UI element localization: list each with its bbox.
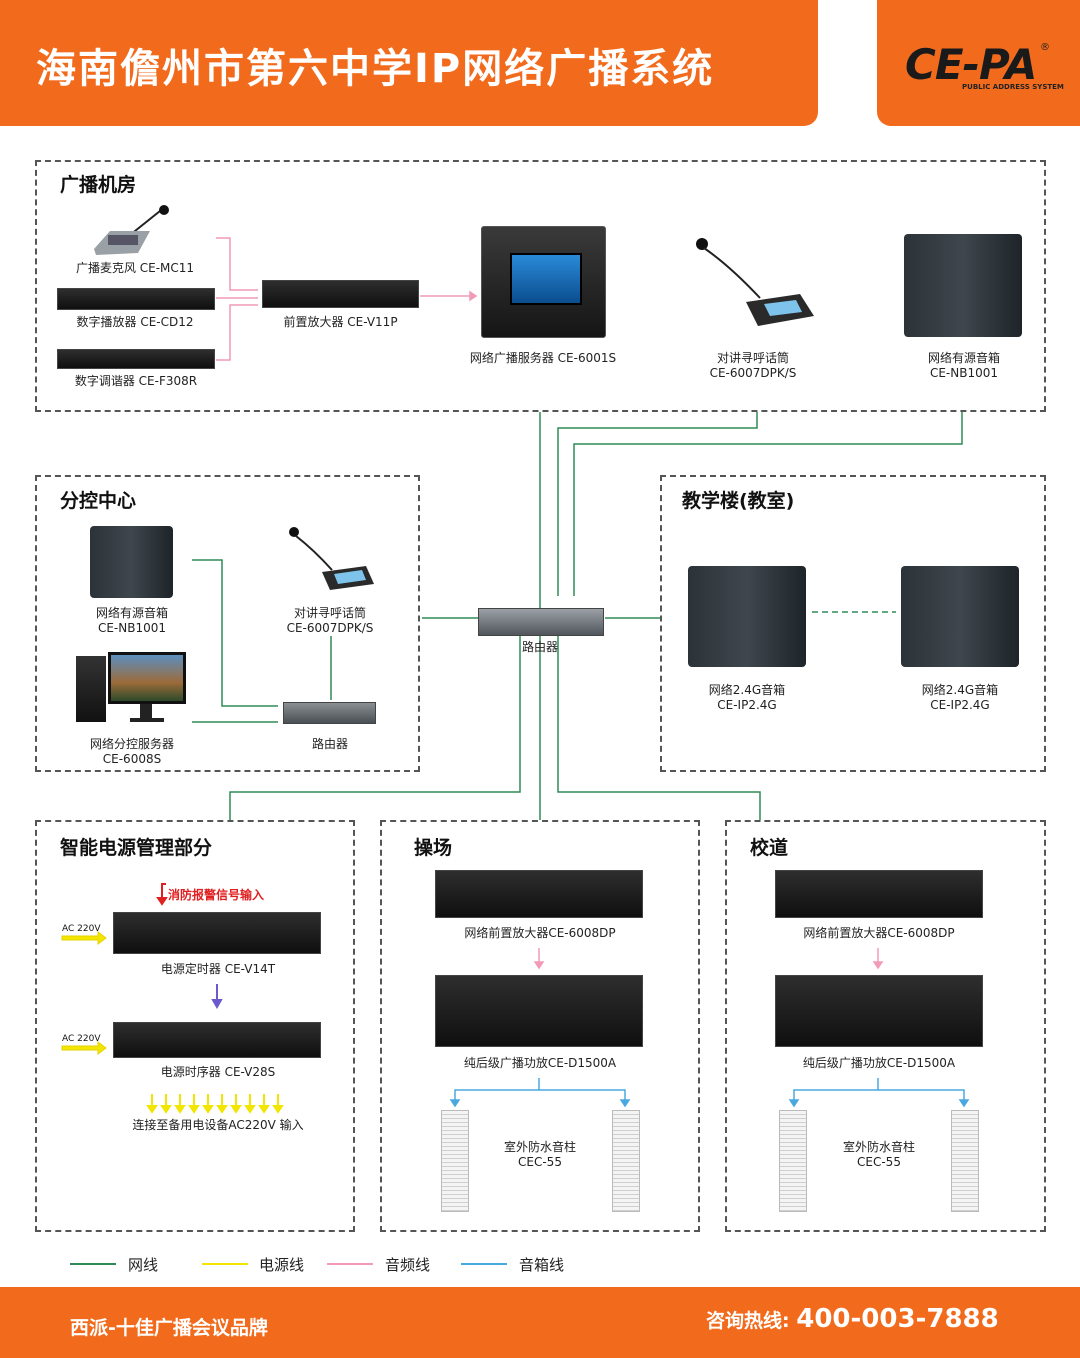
play-amplifier-device	[435, 975, 643, 1047]
page-title: 海南儋州市第六中学IP网络广播系统	[36, 46, 715, 92]
label-sub-speaker-2: CE-NB1001	[97, 621, 167, 635]
section-title-road: 校道	[750, 837, 789, 859]
power-arrows	[61, 883, 284, 1114]
logo-subtitle: PUBLIC ADDRESS SYSTEM	[962, 83, 1064, 91]
sub-speaker-device	[90, 526, 173, 598]
label-backup-connection: 连接至备用电设备AC220V 输入	[132, 1118, 304, 1132]
section-sub-control	[35, 475, 420, 772]
label-power-sequencer: 电源时序器 CE-V28S	[160, 1065, 276, 1079]
footer-hotline: 咨询热线: 400-003-7888	[706, 1304, 999, 1334]
label-play-amplifier: 纯后级广播功放CE-D1500A	[463, 1056, 617, 1070]
label-tuner: 数字调谐器 CE-F308R	[74, 374, 198, 388]
tuner-device	[57, 349, 215, 369]
label-intercom-room-2: CE-6007DPK/S	[709, 366, 797, 380]
audio-lines	[216, 237, 884, 970]
label-road-column-2: CEC-55	[857, 1155, 901, 1169]
hotline-number: 400-003-7888	[796, 1304, 999, 1334]
label-mic: 广播麦克风 CE-MC11	[75, 261, 195, 275]
wireless-speaker-b	[901, 566, 1019, 667]
label-sub-server-2: CE-6008S	[102, 752, 162, 766]
registered-mark: ®	[1040, 42, 1050, 53]
label-sub-intercom-2: CE-6007DPK/S	[286, 621, 374, 635]
label-play-preamp: 网络前置放大器CE-6008DP	[464, 926, 616, 940]
network-speaker-device	[904, 234, 1022, 337]
road-column-speaker-left	[779, 1110, 807, 1212]
label-teach-a-1: 网络2.4G音箱	[708, 683, 786, 697]
legend-speaker-swatch	[461, 1263, 507, 1265]
section-title-teaching: 教学楼(教室)	[682, 490, 795, 512]
label-play-column-2: CEC-55	[518, 1155, 562, 1169]
fire-alarm-input-label: 消防报警信号输入	[168, 888, 265, 902]
network-lines	[192, 412, 963, 820]
broadcast-server-device	[481, 226, 606, 338]
label-road-preamp: 网络前置放大器CE-6008DP	[803, 926, 955, 940]
ac-input-label-2: AC 220V	[62, 1034, 101, 1044]
power-timer-device	[113, 912, 321, 954]
header-banner	[0, 0, 818, 126]
preamp-device	[262, 280, 419, 308]
ac-input-label-1: AC 220V	[62, 924, 101, 934]
label-road-column-1: 室外防水音柱	[842, 1140, 915, 1154]
road-column-speaker-right	[951, 1110, 979, 1212]
power-sequencer-device	[113, 1022, 321, 1058]
label-sub-intercom-1: 对讲寻呼话筒	[293, 606, 366, 620]
play-preamp-device	[435, 870, 643, 918]
section-title-broadcast-room: 广播机房	[60, 174, 137, 196]
legend-speaker-label: 音箱线	[519, 1256, 565, 1274]
label-sub-router: 路由器	[311, 737, 348, 751]
hotline-label: 咨询热线:	[706, 1310, 790, 1332]
logo-panel	[877, 0, 1080, 126]
label-road-amplifier: 纯后级广播功放CE-D1500A	[802, 1056, 956, 1070]
label-teach-a-2: CE-IP2.4G	[717, 698, 777, 712]
label-central-router: 路由器	[521, 640, 558, 654]
section-title-power: 智能电源管理部分	[60, 837, 213, 859]
label-teach-b-2: CE-IP2.4G	[930, 698, 990, 712]
label-preamp: 前置放大器 CE-V11P	[283, 315, 398, 329]
section-title-sub-control: 分控中心	[60, 490, 137, 512]
label-power-timer: 电源定时器 CE-V14T	[160, 962, 276, 976]
sub-server-computer	[76, 652, 188, 724]
sub-intercom-device	[286, 526, 376, 592]
section-campus-road	[725, 820, 1046, 1232]
label-speaker-room-1: 网络有源音箱	[927, 351, 1000, 365]
speaker-lines	[449, 1078, 970, 1108]
legend-power-label: 电源线	[259, 1256, 305, 1274]
central-router-device	[478, 608, 604, 636]
play-column-speaker-left	[441, 1110, 469, 1212]
cd-player-device	[57, 288, 215, 310]
label-sub-speaker-1: 网络有源音箱	[95, 606, 168, 620]
road-amplifier-device	[775, 975, 983, 1047]
section-playground	[380, 820, 700, 1232]
label-play-column-1: 室外防水音柱	[503, 1140, 576, 1154]
label-intercom-room-1: 对讲寻呼话筒	[716, 351, 789, 365]
label-sub-server-1: 网络分控服务器	[89, 737, 174, 751]
section-teaching-building	[660, 475, 1046, 772]
section-broadcast-room	[35, 160, 1046, 412]
road-preamp-device	[775, 870, 983, 918]
label-speaker-room-2: CE-NB1001	[929, 366, 999, 380]
legend-audio-swatch	[327, 1263, 373, 1265]
play-column-speaker-right	[612, 1110, 640, 1212]
sub-router-device	[283, 702, 376, 724]
label-broadcast-server: 网络广播服务器 CE-6001S	[469, 351, 617, 365]
legend-network-label: 网线	[128, 1256, 159, 1274]
microphone-device	[90, 205, 180, 257]
wireless-speaker-a	[688, 566, 806, 667]
label-cd-player: 数字播放器 CE-CD12	[76, 315, 194, 329]
footer-banner	[0, 1287, 1080, 1358]
legend-network-swatch	[70, 1263, 116, 1265]
intercom-mic-device	[690, 236, 820, 328]
section-title-playground: 操场	[414, 837, 453, 859]
section-power-management	[35, 820, 355, 1232]
label-teach-b-1: 网络2.4G音箱	[921, 683, 999, 697]
legend-power-swatch	[202, 1263, 248, 1265]
legend-audio-label: 音频线	[385, 1256, 431, 1274]
brand-logo: CE-PA	[905, 40, 1037, 89]
footer-brand-slogan: 西派-十佳广播会议品牌	[70, 1317, 268, 1339]
